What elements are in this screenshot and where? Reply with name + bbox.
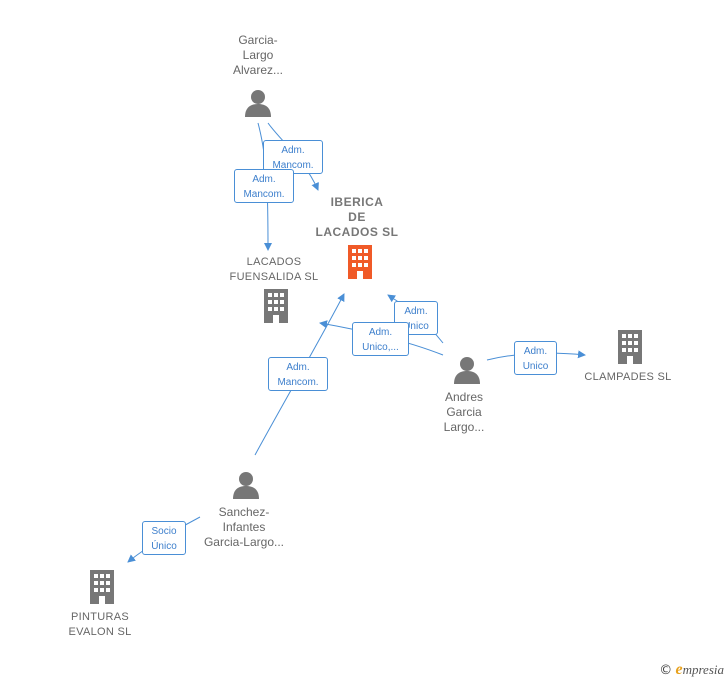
node-label-sanchez-infantes[interactable]: Sanchez- Infantes Garcia-Largo... — [203, 505, 285, 549]
node-label-iberica-de-lacados[interactable]: IBERICA DE LACADOS SL — [315, 195, 399, 239]
building-icon[interactable] — [614, 330, 646, 364]
edge-label-adm-unico[interactable]: Adm. Unico,... — [352, 322, 409, 356]
person-icon[interactable] — [231, 470, 261, 500]
node-label-andres-garcia-largo[interactable]: Andres Garcia Largo... — [443, 390, 485, 434]
edge-label-socio-unico[interactable]: Socio Único — [142, 521, 186, 555]
node-label-pinturas-evalon[interactable]: PINTURAS EVALON SL — [68, 611, 132, 638]
empresia-logo: © empresia — [659, 661, 724, 678]
edge-label-adm-unico[interactable]: Adm. Unico — [514, 341, 557, 375]
edge-label-adm-mancom[interactable]: Adm. Mancom. — [234, 169, 294, 203]
building-icon[interactable] — [260, 289, 292, 323]
person-icon[interactable] — [243, 88, 273, 118]
person-icon[interactable] — [452, 355, 482, 385]
building-icon[interactable] — [86, 570, 118, 604]
edge-label-adm-mancom[interactable]: Adm. Mancom. — [268, 357, 328, 391]
node-label-clampades[interactable]: CLAMPADES SL — [584, 371, 672, 383]
node-label-lacados-fuensalida[interactable]: LACADOS FUENSALIDA SL — [229, 256, 319, 283]
node-label-garcia-largo-alvarez[interactable]: Garcia- Largo Alvarez... — [232, 33, 283, 77]
building-icon[interactable] — [344, 245, 376, 279]
